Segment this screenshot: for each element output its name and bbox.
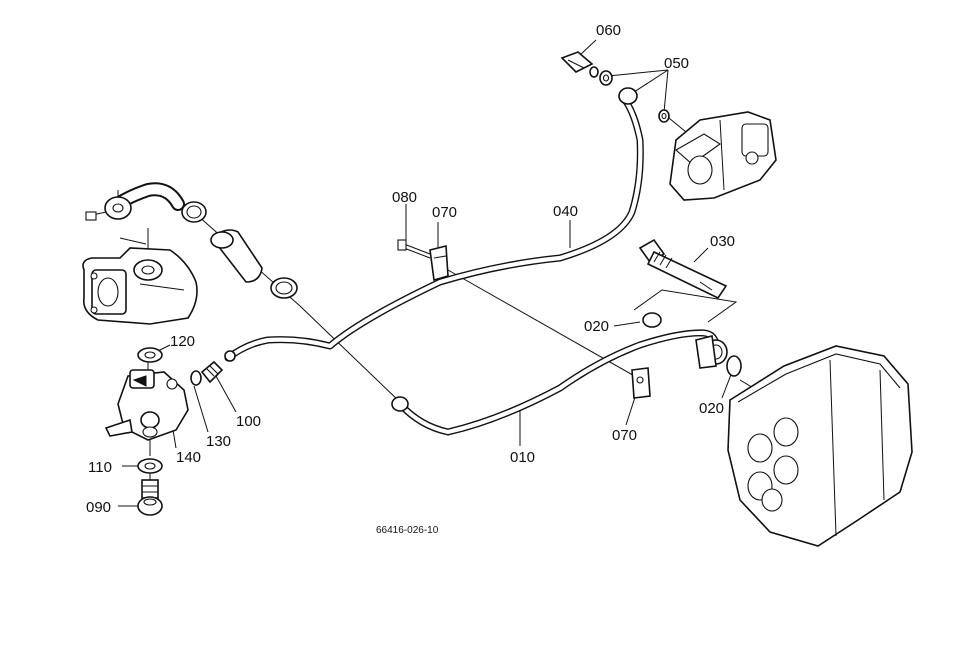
strainer-030 xyxy=(638,238,728,300)
callout-060: 060 xyxy=(596,22,621,39)
fitting-100 xyxy=(200,350,236,384)
oring-020b xyxy=(726,355,742,377)
bolt-090 xyxy=(137,479,163,516)
callout-100: 100 xyxy=(236,413,261,430)
oring-130 xyxy=(190,370,202,386)
transmission-case xyxy=(727,345,913,547)
callout-050: 050 xyxy=(664,55,689,72)
callout-070-upper: 070 xyxy=(432,204,457,221)
pipe-010 xyxy=(391,329,720,436)
pipe-fitting xyxy=(695,335,728,369)
callout-080: 080 xyxy=(392,189,417,206)
hydraulic-pump-right xyxy=(669,111,777,201)
callout-020-upper: 020 xyxy=(584,318,609,335)
washer-050b xyxy=(658,109,670,123)
callout-090: 090 xyxy=(86,499,111,516)
pipe-040 xyxy=(224,87,644,362)
callout-140: 140 xyxy=(176,449,201,466)
pump-housing-left xyxy=(82,247,198,325)
callout-110: 110 xyxy=(88,459,112,476)
bolt-080 xyxy=(397,239,431,259)
washer-110 xyxy=(137,458,163,474)
oring-020a xyxy=(642,312,662,328)
clamp-070-lower xyxy=(631,367,651,399)
figure-code: 66416-026-10 xyxy=(376,525,439,536)
clamp-070-upper xyxy=(429,244,449,282)
callout-040: 040 xyxy=(553,203,578,220)
callout-labels: 060 050 040 080 070 030 020 020 070 010 … xyxy=(86,22,735,536)
washer-120 xyxy=(137,347,163,363)
callout-020-lower: 020 xyxy=(699,400,724,417)
banjo-bolt-060 xyxy=(560,51,599,78)
hose-assembly xyxy=(85,182,298,299)
callout-070-lower: 070 xyxy=(612,427,637,444)
valve-body-140 xyxy=(104,369,189,441)
callout-010: 010 xyxy=(510,449,535,466)
washer-050a xyxy=(599,70,613,86)
callout-030: 030 xyxy=(710,233,735,250)
callout-120: 120 xyxy=(170,333,195,350)
callout-130: 130 xyxy=(206,433,231,450)
